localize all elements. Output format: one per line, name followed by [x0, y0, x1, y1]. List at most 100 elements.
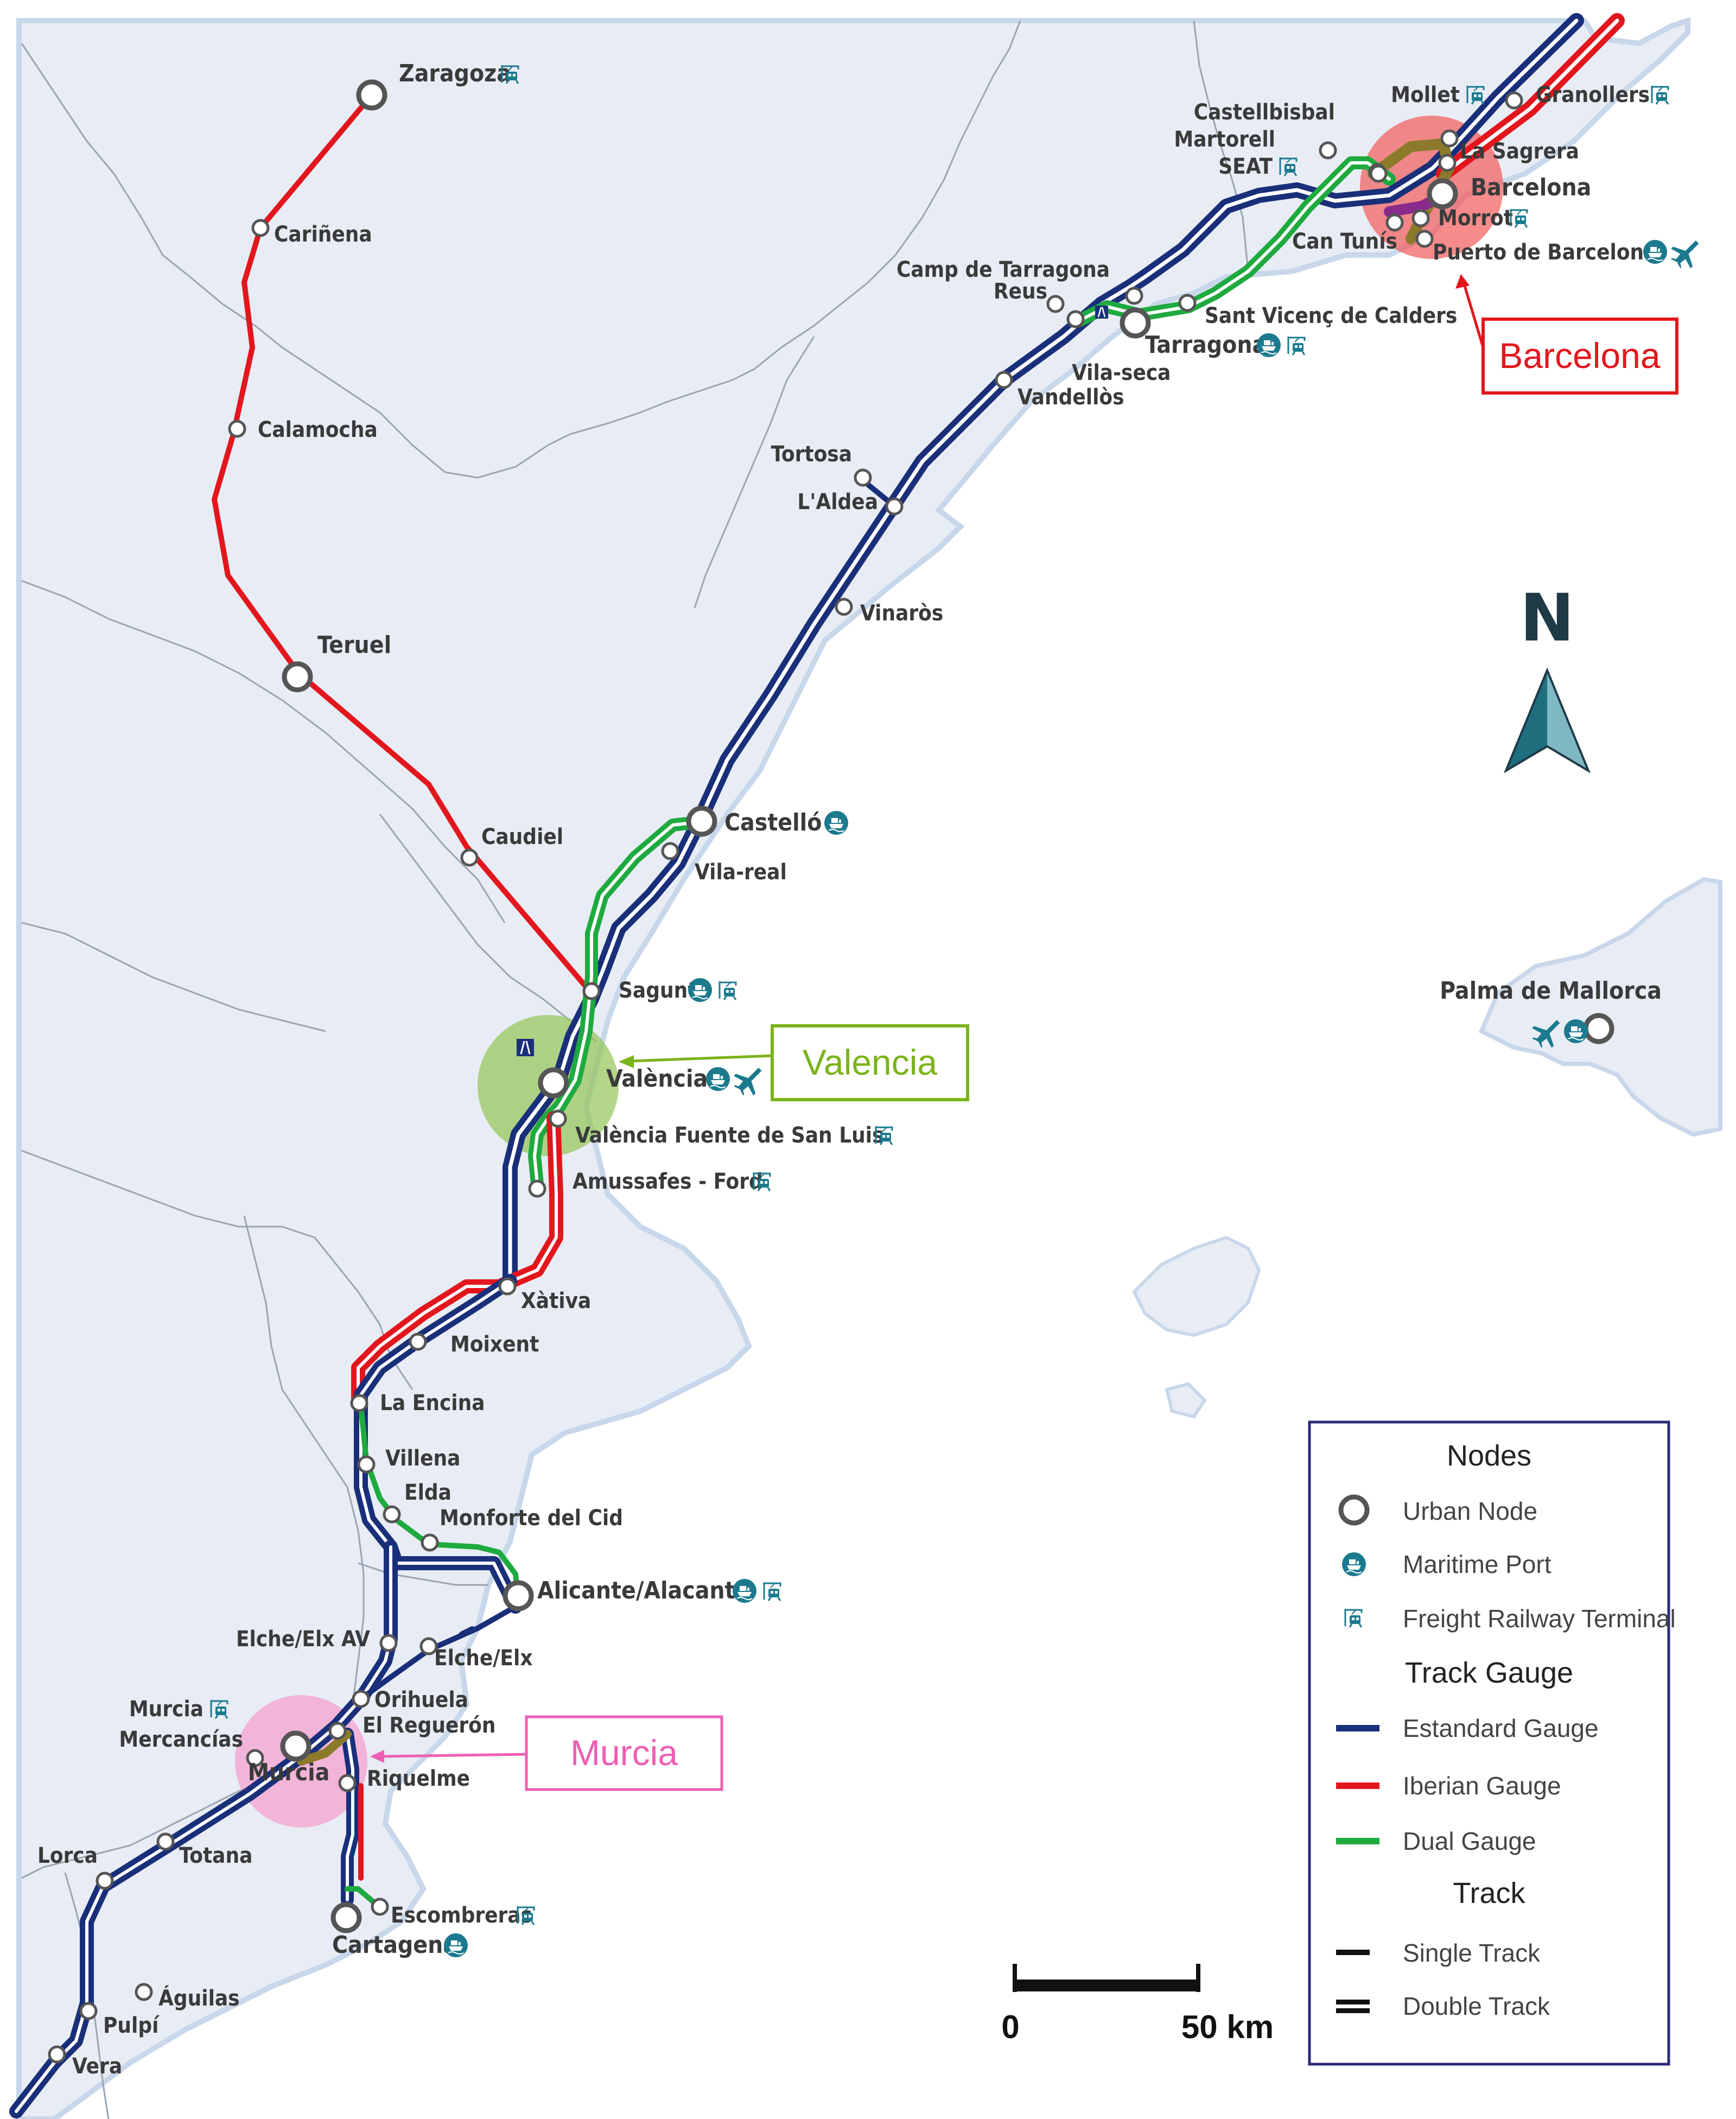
- station-node-tortosa[interactable]: [854, 468, 872, 487]
- station-node-santvicenc[interactable]: [1178, 294, 1197, 312]
- station-node-castellbisbal[interactable]: [1319, 141, 1337, 160]
- station-node-granollers[interactable]: [1505, 91, 1523, 110]
- station-node-caudiel[interactable]: [460, 848, 479, 867]
- station-xativa[interactable]: Xàtiva: [498, 1277, 591, 1314]
- station-puertobcn[interactable]: Puerto de Barcelona: [1415, 230, 1699, 269]
- station-amussafes[interactable]: Amussafes - Ford: [528, 1169, 771, 1198]
- station-node-xativa[interactable]: [498, 1277, 517, 1296]
- station-node-vilaseca[interactable]: [1066, 310, 1085, 328]
- station-carinena[interactable]: Cariñena: [251, 219, 372, 247]
- station-lasagrera[interactable]: La Sagrera: [1438, 139, 1579, 172]
- station-vera[interactable]: Vera: [48, 2045, 122, 2079]
- station-node-tarragona[interactable]: [1120, 307, 1151, 339]
- station-node-palma[interactable]: [1583, 1013, 1614, 1044]
- station-mollet[interactable]: Mollet: [1391, 83, 1485, 148]
- station-node-laencina[interactable]: [350, 1394, 368, 1412]
- station-lorca[interactable]: Lorca: [37, 1843, 114, 1890]
- station-castello[interactable]: Castelló: [686, 805, 849, 837]
- station-teruel[interactable]: Teruel: [282, 631, 391, 693]
- station-reus[interactable]: Reus: [994, 279, 1065, 313]
- station-tarragona[interactable]: Tarragona: [1120, 307, 1306, 359]
- station-vinaros[interactable]: Vinaròs: [835, 598, 943, 626]
- station-node-murciamerc_a[interactable]: [246, 1749, 264, 1767]
- station-murciamerc_b[interactable]: Mercancías: [119, 1727, 243, 1752]
- station-elcheav[interactable]: Elche/Elx AV: [236, 1627, 398, 1652]
- station-sagunt[interactable]: Sagunt: [582, 978, 737, 1003]
- station-cartagena[interactable]: Cartagena: [330, 1902, 468, 1959]
- station-node-elregueron[interactable]: [328, 1722, 347, 1740]
- station-node-valencia_fsl[interactable]: [549, 1109, 567, 1128]
- station-node-riquelme[interactable]: [338, 1774, 357, 1792]
- station-elregueron[interactable]: El Reguerón: [328, 1713, 495, 1740]
- station-elda[interactable]: Elda: [383, 1480, 452, 1524]
- station-granollers[interactable]: Granollers: [1505, 83, 1669, 110]
- station-node-pulpi[interactable]: [79, 2002, 98, 2020]
- station-moixent[interactable]: Moixent: [409, 1332, 539, 1357]
- station-valencia[interactable]: València: [538, 1065, 762, 1099]
- station-calamocha[interactable]: Calamocha: [228, 417, 378, 442]
- station-murcia[interactable]: Murcia: [248, 1730, 330, 1786]
- station-node-alicante[interactable]: [503, 1580, 534, 1612]
- station-node-vera[interactable]: [48, 2045, 66, 2064]
- station-node-seat[interactable]: [1369, 164, 1388, 183]
- station-riquelme[interactable]: Riquelme: [338, 1766, 470, 1792]
- station-cantunis[interactable]: Can Tunís: [1292, 213, 1404, 254]
- station-node-elda[interactable]: [383, 1505, 401, 1524]
- station-alicante[interactable]: Alicante/Alacant: [503, 1577, 781, 1612]
- station-valencia_fsl[interactable]: València Fuente de San Luis: [549, 1109, 893, 1148]
- station-node-elche[interactable]: [419, 1637, 438, 1655]
- station-node-reus[interactable]: [1046, 295, 1065, 313]
- callout-murcia[interactable]: Murcia: [370, 1715, 723, 1791]
- station-node-escombreras[interactable]: [371, 1898, 389, 1916]
- callout-valencia[interactable]: Valencia: [619, 1024, 969, 1101]
- station-villena[interactable]: Villena: [357, 1446, 460, 1474]
- station-node-cartagena[interactable]: [330, 1902, 362, 1933]
- station-node-zaragoza[interactable]: [356, 79, 387, 111]
- station-node-valencia[interactable]: [538, 1067, 569, 1099]
- station-node-laldea[interactable]: [885, 497, 904, 516]
- station-monforte[interactable]: Monforte del Cid: [421, 1506, 623, 1552]
- station-orihuela[interactable]: Orihuela: [352, 1687, 468, 1712]
- station-node-mollet[interactable]: [1440, 129, 1459, 148]
- station-seat[interactable]: SEAT: [1218, 154, 1388, 183]
- station-node-elcheav[interactable]: [379, 1634, 398, 1652]
- station-vilareal[interactable]: Vila-real: [661, 842, 787, 885]
- station-caudiel[interactable]: Caudiel: [460, 824, 563, 867]
- station-escombreras[interactable]: Escombreras: [371, 1898, 535, 1928]
- station-barcelona[interactable]: Barcelona: [1427, 174, 1591, 210]
- station-camptarragona[interactable]: Camp de Tarragona: [896, 257, 1143, 305]
- station-node-amussafes[interactable]: [528, 1179, 546, 1198]
- station-node-calamocha[interactable]: [228, 420, 246, 438]
- station-node-carinena[interactable]: [251, 219, 270, 237]
- station-node-morrot[interactable]: [1411, 209, 1430, 227]
- station-palma[interactable]: Palma de Mallorca: [1440, 977, 1662, 1048]
- station-tortosa[interactable]: Tortosa: [771, 442, 872, 487]
- station-laencina[interactable]: La Encina: [350, 1391, 485, 1416]
- station-node-cantunis[interactable]: [1385, 213, 1404, 232]
- station-node-lasagrera[interactable]: [1438, 154, 1457, 172]
- station-zaragoza[interactable]: Zaragoza: [356, 60, 519, 111]
- station-node-camptarragona[interactable]: [1125, 287, 1143, 305]
- station-node-moixent[interactable]: [409, 1333, 427, 1351]
- station-morrot[interactable]: Morrot: [1411, 206, 1528, 231]
- station-node-villena[interactable]: [357, 1455, 376, 1474]
- station-vilaseca[interactable]: Vila-seca: [1066, 310, 1171, 385]
- station-castellbisbal[interactable]: Castellbisbal: [1194, 100, 1337, 160]
- station-node-lorca[interactable]: [96, 1871, 114, 1890]
- station-vandellos[interactable]: Vandellòs: [995, 371, 1124, 410]
- station-node-orihuela[interactable]: [352, 1690, 370, 1708]
- station-node-vilareal[interactable]: [661, 842, 679, 860]
- station-laldea[interactable]: L'Aldea: [797, 490, 904, 516]
- station-node-vinaros[interactable]: [835, 598, 853, 616]
- station-node-vandellos[interactable]: [995, 371, 1013, 389]
- station-aguilas[interactable]: Águilas: [135, 1983, 240, 2011]
- station-node-barcelona[interactable]: [1427, 178, 1458, 210]
- station-totana[interactable]: Totana: [156, 1832, 252, 1868]
- station-node-murcia[interactable]: [280, 1730, 311, 1762]
- station-murciamerc_a[interactable]: Murcia: [129, 1697, 264, 1767]
- station-node-sagunt[interactable]: [582, 982, 601, 1000]
- station-node-teruel[interactable]: [282, 661, 313, 693]
- station-node-totana[interactable]: [156, 1832, 175, 1851]
- station-node-monforte[interactable]: [421, 1533, 439, 1552]
- station-elche[interactable]: Elche/Elx: [419, 1637, 533, 1671]
